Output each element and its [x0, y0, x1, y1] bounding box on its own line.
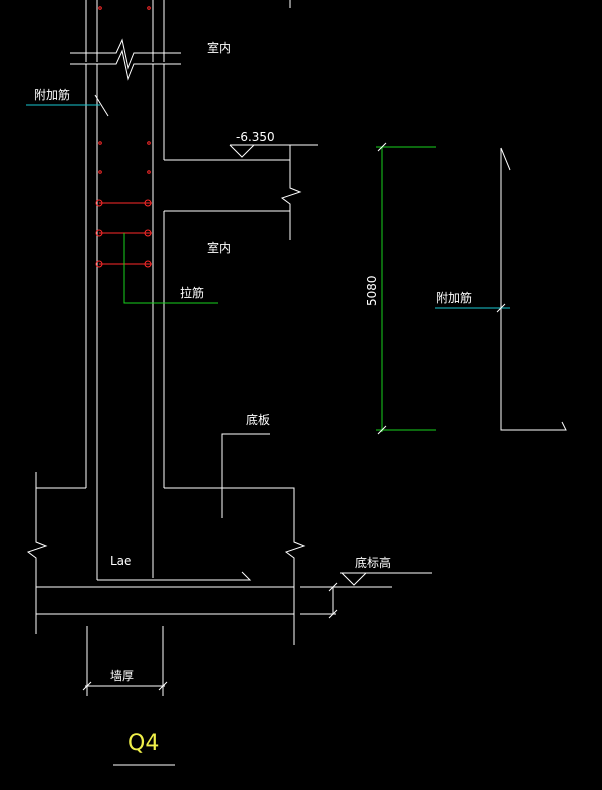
tie-bar-leader: 拉筋 — [123, 233, 218, 304]
wall-thickness-label: 墙厚 — [110, 669, 134, 683]
drawing-title: Q4 — [113, 731, 175, 766]
wall-upper — [85, 0, 165, 62]
wall-thickness-dimension: 墙厚 — [82, 626, 168, 696]
floor-slab — [164, 145, 302, 240]
additional-rebar-label-left: 附加筋 — [34, 87, 70, 102]
foundation — [26, 472, 306, 645]
lae-label: Lae — [110, 554, 131, 568]
bottom-elevation-marker: 底标高 — [300, 555, 432, 619]
indoor-label-top: 室内 — [207, 40, 231, 55]
additional-rebar-leader-left: 附加筋 — [26, 87, 109, 117]
lae-anchorage: Lae — [97, 554, 252, 581]
bottom-slab-leader: 底板 — [221, 412, 270, 518]
title-text: Q4 — [128, 731, 159, 756]
wall-lower — [85, 64, 165, 580]
additional-rebar-detail: 附加筋 — [435, 147, 567, 431]
additional-rebar-label-right: 附加筋 — [436, 290, 472, 305]
bottom-slab-label: 底板 — [246, 412, 270, 427]
elevation-text: -6.350 — [236, 130, 275, 144]
elevation-marker-top: -6.350 — [229, 130, 318, 158]
height-dimension: 5080 — [365, 142, 436, 435]
tie-bar-label: 拉筋 — [180, 285, 204, 300]
break-line-top — [70, 38, 181, 81]
tie-bars — [95, 199, 152, 268]
indoor-label-mid: 室内 — [207, 240, 231, 255]
rebar-dots — [98, 6, 151, 174]
dimension-height-text: 5080 — [365, 275, 379, 306]
bottom-elevation-label: 底标高 — [355, 555, 391, 570]
